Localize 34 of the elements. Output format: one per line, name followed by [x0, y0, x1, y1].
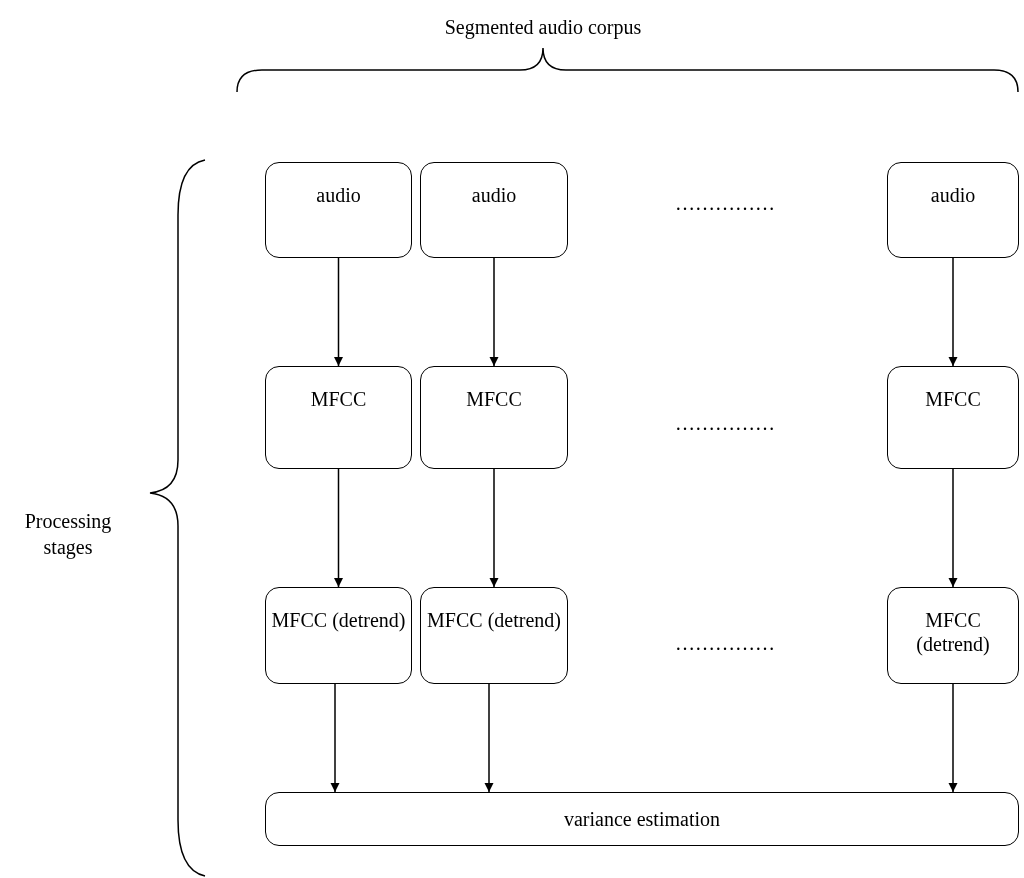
arrow — [330, 683, 340, 793]
process-box — [887, 162, 1019, 258]
arrow — [948, 257, 958, 367]
axis-label: Segmented audio corpus — [443, 15, 643, 40]
process-box — [887, 587, 1019, 684]
box-label: audio — [316, 183, 361, 207]
arrow — [489, 468, 499, 588]
process-box — [265, 366, 412, 469]
box-label: MFCC — [925, 387, 981, 411]
ellipsis-label: …………… — [674, 631, 776, 656]
process-box — [420, 162, 568, 258]
ellipsis-label: …………… — [674, 191, 776, 216]
box-label: variance estimation — [563, 807, 720, 831]
box-label: audio — [930, 183, 976, 207]
box-label: MFCC (detrend) — [427, 608, 561, 632]
box-label: MFCC — [310, 387, 367, 411]
process-box — [265, 792, 1019, 846]
box-label: MFCC (detrend) — [915, 608, 991, 656]
arrow — [334, 468, 343, 588]
ellipsis-label: …………… — [674, 411, 776, 436]
process-box — [420, 366, 568, 469]
process-box — [887, 366, 1019, 469]
axis-label: Processing stages — [23, 509, 113, 560]
box-label: audio — [471, 183, 517, 207]
box-label: MFCC (detrend) — [271, 608, 406, 632]
arrow — [948, 683, 958, 793]
arrow — [484, 683, 494, 793]
box-label: MFCC — [466, 387, 522, 411]
process-box — [265, 587, 412, 684]
process-box — [265, 162, 412, 258]
process-box — [420, 587, 568, 684]
arrow — [334, 257, 343, 367]
arrow — [489, 257, 499, 367]
arrow — [948, 468, 958, 588]
